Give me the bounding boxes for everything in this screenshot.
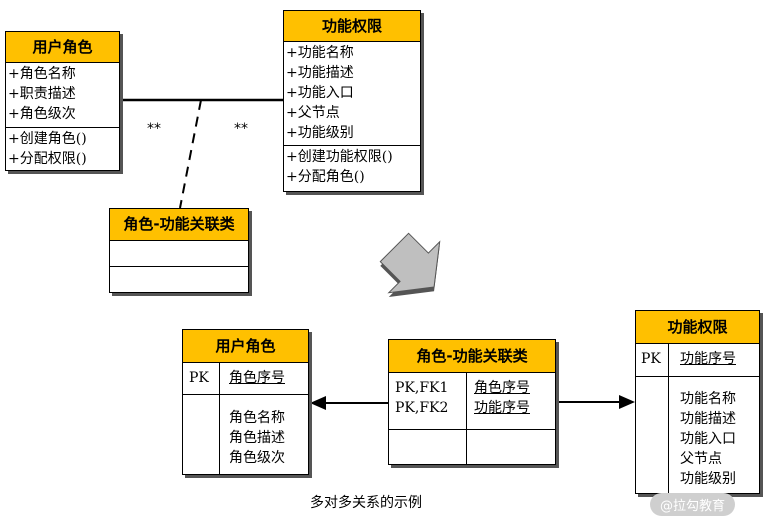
assoc-table: 角色-功能关联类 PK,FK1 PK,FK2 角色序号 功能序号 [388, 339, 556, 465]
permission-table-title: 功能权限 [636, 311, 759, 344]
permission-attribute: +功能入口 [286, 85, 354, 101]
assoc-class: 角色-功能关联类 [109, 208, 249, 293]
pk-field: 功能序号 [680, 351, 736, 367]
arrowhead-left-icon [310, 396, 326, 410]
permission-table: 功能权限 PK 功能序号 功能名称 功能描述 功能入口 父节点 功能级别 [635, 310, 760, 494]
table-field: 功能入口 [680, 431, 736, 447]
permission-method: +创建功能权限() [286, 149, 393, 165]
pk-separator [183, 394, 308, 395]
key-label: PK,FK1 [395, 380, 449, 396]
watermark: @拉勾教育 [650, 493, 736, 516]
table-field: 角色级次 [229, 450, 285, 466]
user-role-table: 用户角色 PK 角色序号 角色名称 角色描述 角色级次 [182, 329, 309, 475]
permission-class-title: 功能权限 [284, 11, 420, 42]
permission-attribute: +父节点 [286, 105, 340, 121]
transform-arrow-icon [379, 232, 441, 297]
assoc-class-methods [110, 267, 248, 293]
association-class-dashed-line [179, 99, 202, 209]
key-field: 功能序号 [474, 400, 530, 416]
table-field: 功能描述 [680, 411, 736, 427]
table-field: 角色描述 [229, 430, 285, 446]
column-divider [466, 373, 467, 464]
user-role-table-title: 用户角色 [183, 330, 308, 363]
permission-attribute: +功能描述 [286, 65, 354, 81]
assoc-class-attributes [110, 241, 248, 267]
user-role-class-title: 用户角色 [6, 32, 119, 63]
user-role-method: +分配权限() [8, 151, 87, 167]
table-field: 功能名称 [680, 391, 736, 407]
user-role-attribute: +职责描述 [8, 86, 76, 102]
pk-field: 角色序号 [229, 370, 285, 386]
table-field: 角色名称 [229, 410, 285, 426]
column-divider [219, 363, 220, 474]
permission-method: +分配角色() [286, 169, 365, 185]
key-label: PK,FK2 [395, 400, 449, 416]
user-role-attribute: +角色级次 [8, 106, 76, 122]
permission-attribute: +功能名称 [286, 45, 354, 61]
multiplicity-right: ** [234, 121, 248, 137]
pk-separator [636, 376, 759, 377]
column-divider [668, 344, 669, 493]
assoc-table-title: 角色-功能关联类 [389, 340, 555, 373]
figure-caption: 多对多关系的示例 [310, 495, 422, 511]
pk-label: PK [641, 351, 661, 367]
table-field: 父节点 [680, 451, 722, 467]
table-field: 功能级别 [680, 471, 736, 487]
user-role-class: 用户角色 +角色名称 +职责描述 +角色级次 +创建角色() +分配权限() [5, 31, 120, 171]
permission-class: 功能权限 +功能名称 +功能描述 +功能入口 +父节点 +功能级别 +创建功能权… [283, 10, 421, 192]
pk-label: PK [189, 370, 209, 386]
key-field: 角色序号 [474, 380, 530, 396]
user-role-attribute: +角色名称 [8, 66, 76, 82]
arrowhead-right-icon [619, 395, 635, 409]
pk-separator [389, 429, 555, 430]
assoc-class-title: 角色-功能关联类 [110, 209, 248, 241]
permission-attribute: +功能级别 [286, 125, 354, 141]
user-role-method: +创建角色() [8, 131, 87, 147]
multiplicity-left: ** [147, 121, 161, 137]
